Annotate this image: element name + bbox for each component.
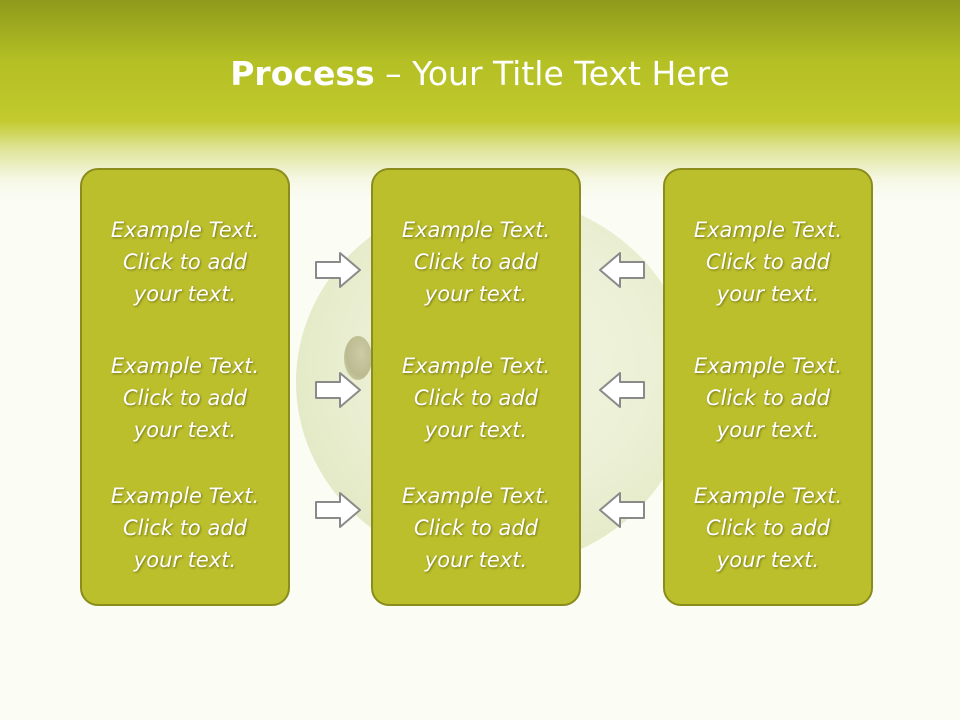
text-line: Example Text.: [401, 218, 551, 242]
arrow-left-icon[interactable]: [598, 250, 646, 290]
text-line: Example Text.: [110, 354, 260, 378]
text-line: Example Text.: [693, 484, 843, 508]
text-line: Click to add: [413, 516, 538, 540]
slide-title[interactable]: Process – Your Title Text Here: [0, 52, 960, 96]
text-placeholder[interactable]: Example Text. Click to add your text.: [82, 214, 288, 310]
text-line: your text.: [424, 282, 528, 306]
text-line: your text.: [716, 282, 820, 306]
text-line: Example Text.: [693, 218, 843, 242]
text-line: your text.: [424, 548, 528, 572]
text-placeholder[interactable]: Example Text. Click to add your text.: [665, 350, 871, 446]
text-line: your text.: [424, 418, 528, 442]
text-line: Example Text.: [110, 484, 260, 508]
text-placeholder[interactable]: Example Text. Click to add your text.: [373, 350, 579, 446]
right-panel: Example Text. Click to add your text. Ex…: [663, 168, 873, 606]
title-strong: Process: [230, 54, 375, 93]
text-line: your text.: [133, 548, 237, 572]
text-placeholder[interactable]: Example Text. Click to add your text.: [373, 214, 579, 310]
text-line: Example Text.: [401, 354, 551, 378]
arrow-right-icon[interactable]: [314, 490, 362, 530]
text-placeholder[interactable]: Example Text. Click to add your text.: [373, 480, 579, 576]
text-placeholder[interactable]: Example Text. Click to add your text.: [82, 350, 288, 446]
text-line: Click to add: [122, 386, 247, 410]
arrow-right-icon[interactable]: [314, 370, 362, 410]
text-line: your text.: [133, 418, 237, 442]
text-line: your text.: [716, 418, 820, 442]
text-line: Click to add: [413, 386, 538, 410]
text-line: Click to add: [705, 516, 830, 540]
title-rest: Your Title Text Here: [412, 54, 730, 93]
arrow-right-icon[interactable]: [314, 250, 362, 290]
text-line: Click to add: [705, 386, 830, 410]
background-fruit-seed: [344, 336, 372, 380]
title-dash: –: [374, 54, 413, 93]
text-placeholder[interactable]: Example Text. Click to add your text.: [665, 214, 871, 310]
left-panel: Example Text. Click to add your text. Ex…: [80, 168, 290, 606]
text-placeholder[interactable]: Example Text. Click to add your text.: [665, 480, 871, 576]
text-line: Click to add: [413, 250, 538, 274]
header-band: [0, 0, 960, 200]
text-line: your text.: [133, 282, 237, 306]
text-placeholder[interactable]: Example Text. Click to add your text.: [82, 480, 288, 576]
center-panel: Example Text. Click to add your text. Ex…: [371, 168, 581, 606]
text-line: your text.: [716, 548, 820, 572]
text-line: Example Text.: [401, 484, 551, 508]
text-line: Example Text.: [693, 354, 843, 378]
arrow-left-icon[interactable]: [598, 370, 646, 410]
text-line: Click to add: [705, 250, 830, 274]
text-line: Example Text.: [110, 218, 260, 242]
text-line: Click to add: [122, 250, 247, 274]
arrow-left-icon[interactable]: [598, 490, 646, 530]
text-line: Click to add: [122, 516, 247, 540]
